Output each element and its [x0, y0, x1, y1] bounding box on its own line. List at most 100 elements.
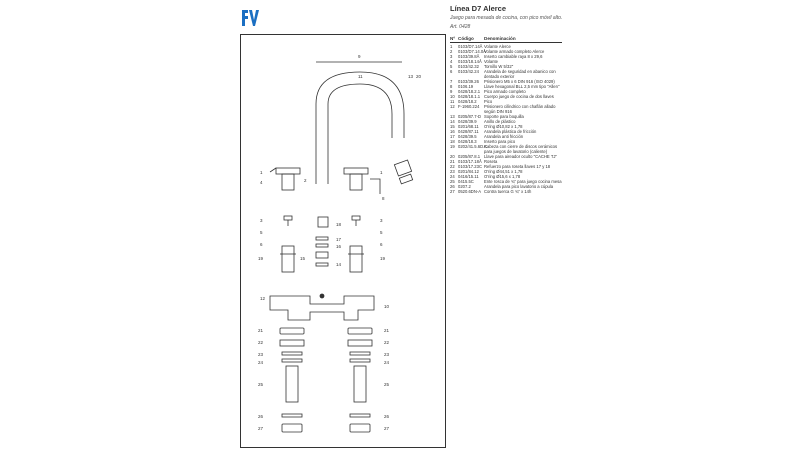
label-21: 21: [258, 328, 264, 333]
part-number: 5: [450, 64, 453, 69]
part-denomination: Cabeza con cierre de discos cerámicos pa…: [484, 144, 558, 154]
part-code: 0520.6DN-A: [458, 189, 482, 194]
label-16: 16: [336, 244, 342, 249]
label-15: 15: [300, 256, 306, 261]
diagram-frame: [240, 34, 446, 448]
part-number: 11: [450, 99, 455, 104]
label-right-27: 27: [384, 426, 390, 431]
part-code: 0103/17.23C: [458, 164, 482, 169]
label-right-1: 1: [380, 170, 383, 175]
part-code: 0207.2: [458, 184, 471, 189]
part-denomination: Tornillo W 5/32": [484, 64, 514, 69]
part-number: 22: [450, 164, 455, 169]
part-code: 0202/41.5.6D.K: [458, 144, 488, 149]
header-denomination: Denominación: [484, 36, 516, 41]
part-code: 0103/39.8Å: [458, 54, 480, 59]
label-10: 10: [384, 304, 390, 309]
exploded-diagram: 1 2 3 5 6 19 12 21 22 23 24 25 26 27 1 3…: [258, 54, 422, 433]
part-number: 18: [450, 139, 455, 144]
label-2: 2: [304, 178, 307, 183]
part-denomination: Refuerzo para roseta llaves 17 y 18: [484, 164, 551, 169]
part-denomination: Arandela anti fricción: [484, 134, 524, 139]
label-27: 27: [258, 426, 264, 431]
part-code: 0103/D7.14.0Å: [458, 49, 486, 54]
label-right-26: 26: [384, 414, 390, 419]
label-right-3: 3: [380, 218, 383, 223]
part-denomination: O'ring Ø15,6 x 1,78: [484, 174, 521, 179]
part-denomination: Pico armado completo: [484, 89, 526, 94]
label-24: 24: [258, 360, 264, 365]
part-number: 26: [450, 184, 455, 189]
part-number: 16: [450, 129, 455, 134]
label-right-21: 21: [384, 328, 390, 333]
part-code: 0103/D7.14Å: [458, 44, 483, 49]
part-number: 7: [450, 79, 453, 84]
part-number: 20: [450, 154, 455, 159]
parts-table-header: Nº Código Denominación: [450, 36, 562, 43]
part-number: 14: [450, 119, 455, 124]
part-number: 25: [450, 179, 455, 184]
header-code: Código: [458, 36, 474, 41]
part-code: 0106.19: [458, 84, 474, 89]
part-number: 23: [450, 169, 455, 174]
label-25: 25: [258, 382, 264, 387]
part-number: 6: [450, 69, 453, 74]
part-number: 24: [450, 174, 455, 179]
label-4: 4: [260, 180, 263, 185]
label-12: 12: [260, 296, 266, 301]
part-code: 0103/39.26: [458, 79, 479, 84]
label-17: 17: [336, 237, 342, 242]
part-code: 0428/18.2.1: [458, 89, 481, 94]
part-number: 8: [450, 84, 453, 89]
part-denomination: Pico: [484, 99, 493, 104]
part-code: 0103/18.14Å: [458, 59, 482, 64]
part-denomination: Inserto para pico: [484, 139, 516, 144]
label-23: 23: [258, 352, 264, 357]
part-code: 0428/39.9: [458, 119, 477, 124]
part-denomination: Cuerpo juego de cocina de dos llaves: [484, 94, 554, 99]
part-code: 0428/18.3: [458, 139, 477, 144]
part-code: 0205/87.7-D: [458, 114, 482, 119]
part-number: 21: [450, 159, 455, 164]
label-19: 19: [258, 256, 264, 261]
part-denomination: Llave para aireador oculto "CACHE TJ": [484, 154, 557, 159]
part-number: 2: [450, 49, 453, 54]
label-1: 1: [260, 170, 263, 175]
label-8: 8: [382, 196, 385, 201]
part-number: 9: [450, 89, 453, 94]
part-code: F-1960.224: [458, 104, 480, 109]
part-number: 17: [450, 134, 455, 139]
part-code: 0103/42.32: [458, 64, 479, 69]
label-6: 6: [260, 242, 263, 247]
part-code: 0205/87.8.1: [458, 154, 481, 159]
part-number: 3: [450, 54, 453, 59]
part-denomination: O'ring Ø44,51 x 1,78: [484, 169, 523, 174]
part-code: 0416/15.11: [458, 174, 479, 179]
part-denomination: Prisionero M5 x 6 DIN 916 (ISO 4029): [484, 79, 555, 84]
part-denomination: Volante armado completo Alerce: [484, 49, 545, 54]
sheet-header: Línea D7 Alerce Juego para mesada de coc…: [450, 4, 562, 30]
label-11: 11: [358, 74, 363, 79]
part-denomination: Arandela de seguridad en abanico con den…: [484, 69, 556, 79]
part-denomination: Prisionero cilíndrico con chaflán allado…: [484, 104, 556, 114]
part-number: 15: [450, 124, 455, 129]
part-number: 10: [450, 94, 455, 99]
part-code: 0428/18.1.1: [458, 94, 481, 99]
